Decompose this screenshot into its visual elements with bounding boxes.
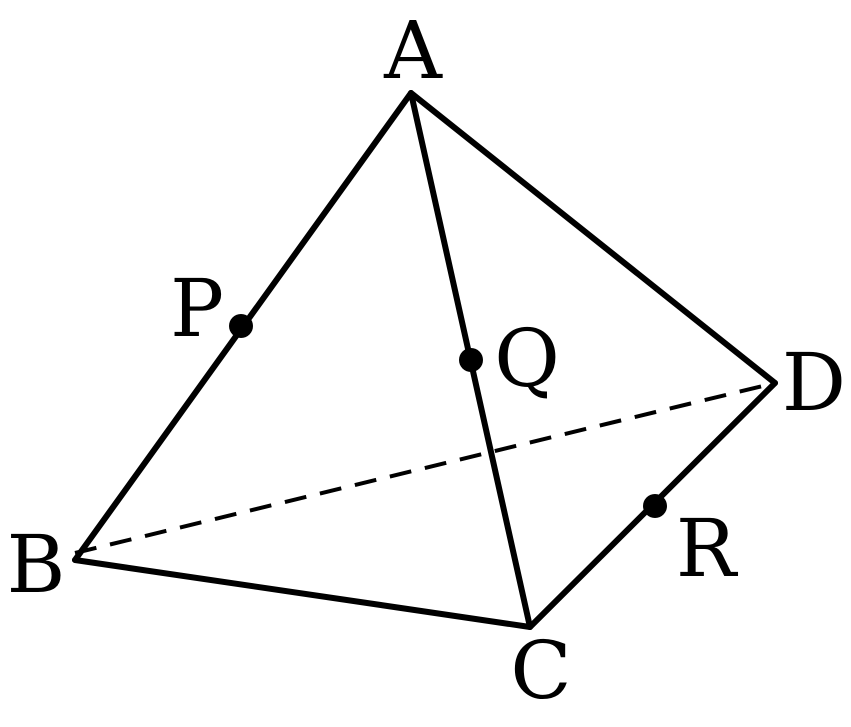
point-label-r: R xyxy=(676,502,739,595)
edge-bc xyxy=(72,557,533,630)
vertex-label-a: A xyxy=(383,4,443,97)
vertex-label-d: D xyxy=(782,336,846,429)
point-label-p: P xyxy=(170,262,224,355)
point-label-q: Q xyxy=(494,312,560,405)
vertex-label-c: C xyxy=(510,624,571,717)
point-q-dot xyxy=(459,348,483,372)
edge-ad xyxy=(408,90,778,386)
point-p-dot xyxy=(229,314,253,338)
edge-bd-hidden xyxy=(74,381,776,555)
point-r-dot xyxy=(643,494,667,518)
vertex-label-b: B xyxy=(7,518,66,611)
